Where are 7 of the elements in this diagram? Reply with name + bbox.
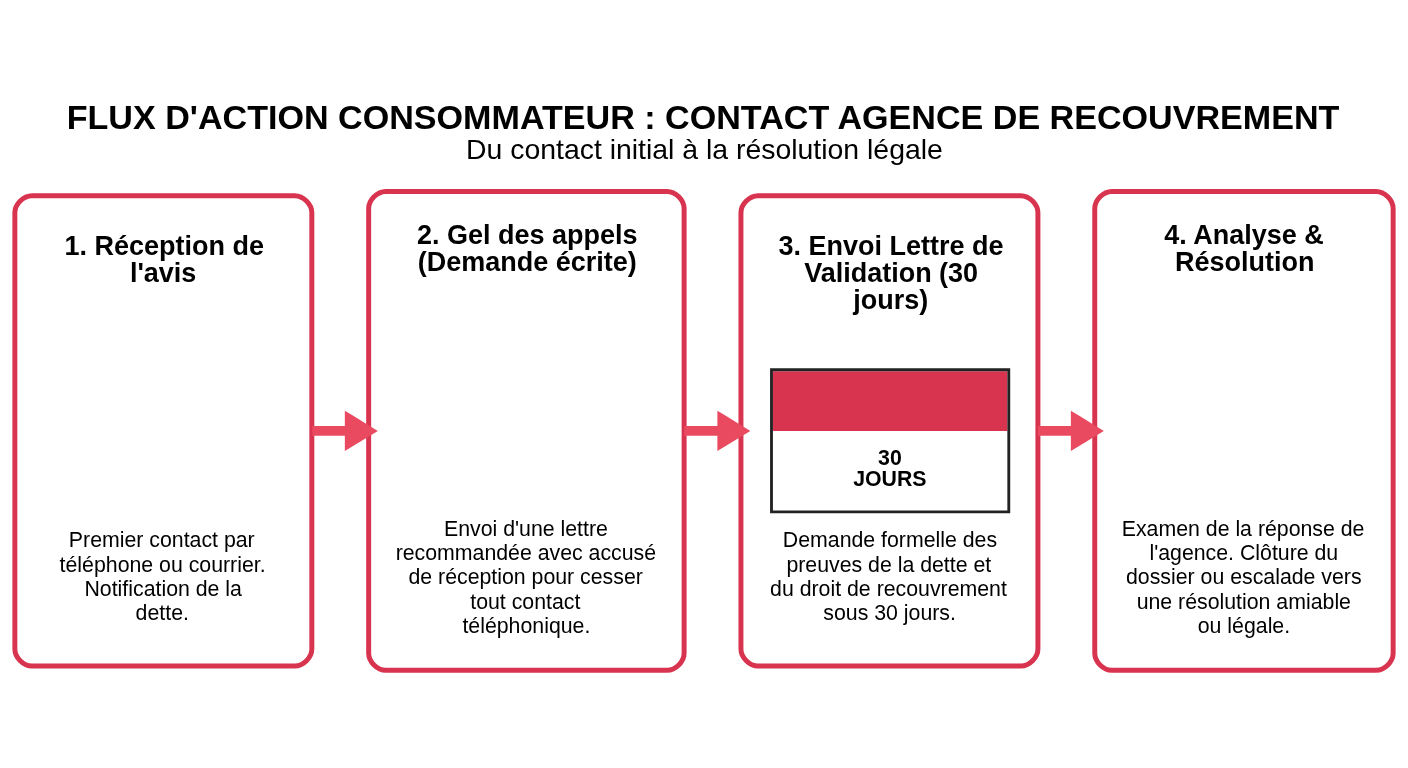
arrow [684, 410, 751, 452]
arrow [1037, 410, 1104, 452]
node-box: 4. Analyse & Résolution Examen de la réponse de l'agence. Clôture du dossier ou escalade vers une résolution amiable ou légale. [1092, 188, 1396, 673]
arrow [312, 410, 378, 452]
node-box: 3. Envoi Lettre de Validation (30 jours) 30 JOURS Demande formelle des preuves de la dette et du droit de recouvrement sous 30 jours. [738, 193, 1041, 669]
node-box: 1. Réception de l'avis Premier contact par téléphone ou courrier. Notification de la dette. [12, 193, 315, 669]
node-box: 2. Gel des appels (Demande écrite) Envoi d'une lettre recommandée avec accusé de réception pour cesser tout contact téléphonique. [366, 188, 687, 673]
